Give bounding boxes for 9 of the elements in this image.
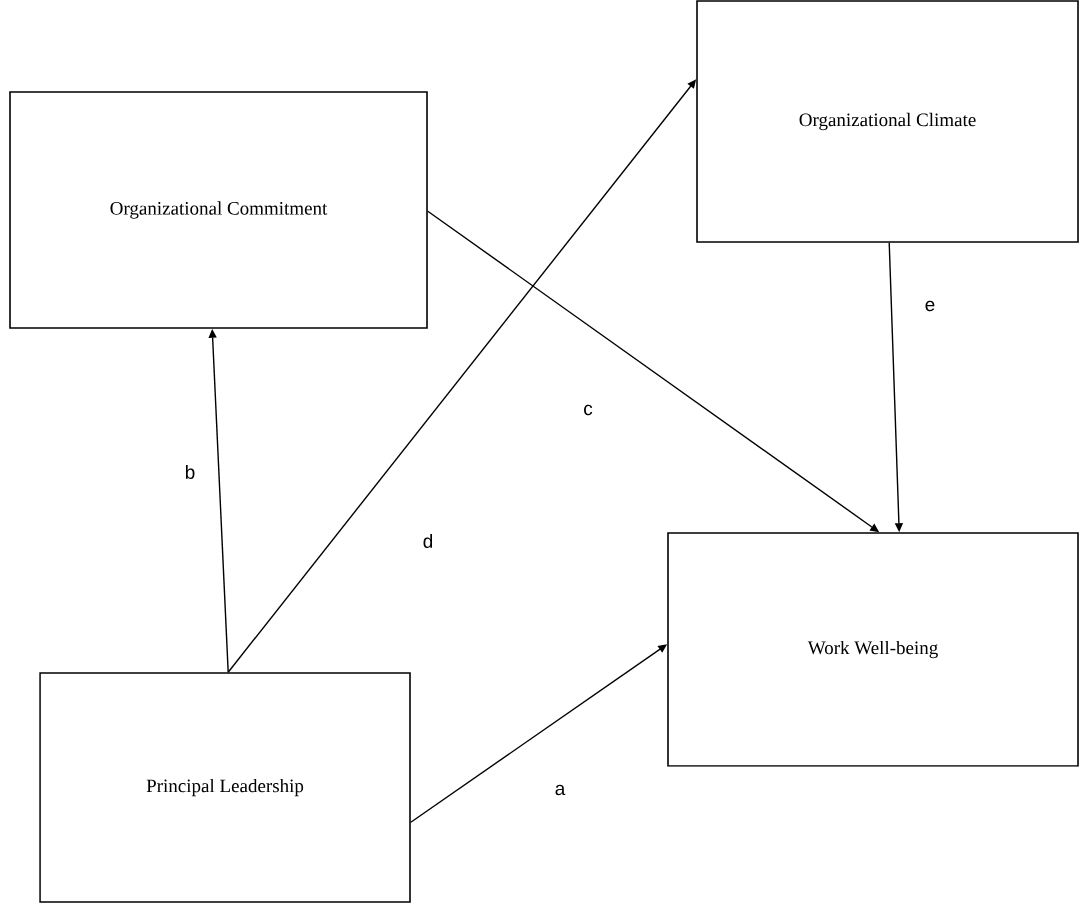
- edge-label: a: [555, 784, 566, 796]
- text-box: Principal Leadership: [39, 672, 411, 903]
- edge-label: d: [423, 534, 433, 548]
- edge-label: c: [584, 404, 593, 416]
- text-box: Organizational Climate: [696, 0, 1079, 243]
- edge-label: b: [185, 465, 195, 479]
- text-box: Work Well-being: [667, 532, 1079, 767]
- edge-label: e: [925, 300, 935, 312]
- text-box: Organizational Commitment: [9, 91, 428, 329]
